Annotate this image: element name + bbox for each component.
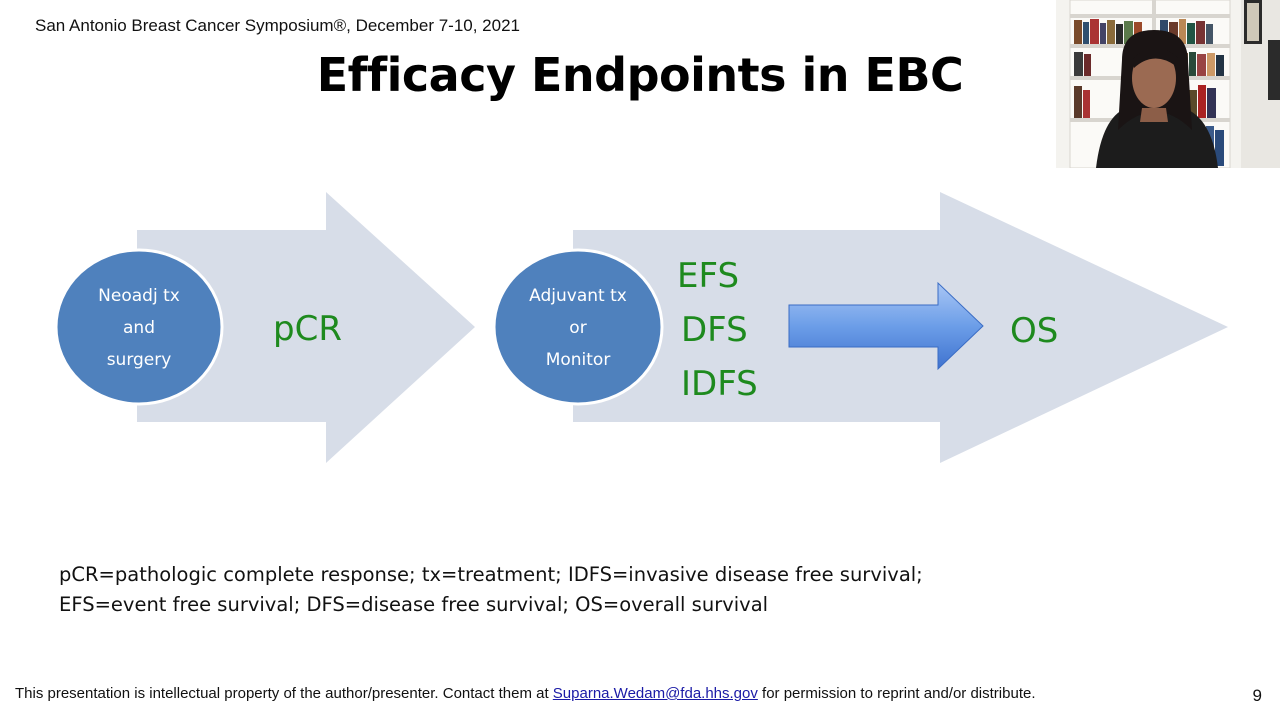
endpoint-idfs: IDFS <box>681 364 758 404</box>
abbreviation-legend: pCR=pathologic complete response; tx=tre… <box>59 560 923 620</box>
slide-title: Efficacy Endpoints in EBC <box>316 48 964 102</box>
stage1-arrow <box>137 192 475 463</box>
neoadjuvant-label-line3: surgery <box>107 350 172 370</box>
adjuvant-label-line2: or <box>569 318 586 338</box>
footer-suffix: for permission to reprint and/or distrib… <box>757 685 1036 702</box>
presenter-webcam <box>1056 0 1280 168</box>
footer-prefix: This presentation is intellectual proper… <box>15 685 553 702</box>
neoadjuvant-label-line1: Neoadj tx <box>98 286 180 306</box>
endpoint-efs: EFS <box>677 256 739 296</box>
endpoint-dfs: DFS <box>681 310 748 350</box>
legend-line-2: EFS=event free survival; DFS=disease fre… <box>59 593 769 616</box>
neoadjuvant-label-line2: and <box>123 318 155 338</box>
endpoint-os: OS <box>1010 311 1058 351</box>
adjuvant-label-line3: Monitor <box>546 350 611 370</box>
endpoints-diagram: Neoadj tx and surgery pCR Adjuvant tx or… <box>54 192 1228 463</box>
endpoint-pcr: pCR <box>273 309 342 349</box>
adjuvant-label-line1: Adjuvant tx <box>529 286 627 306</box>
conference-header: San Antonio Breast Cancer Symposium®, De… <box>35 16 520 35</box>
page-number: 9 <box>1252 686 1262 705</box>
adjuvant-node: Adjuvant tx or Monitor <box>492 248 664 406</box>
contact-email-link[interactable]: Suparna.Wedam@fda.hhs.gov <box>552 685 758 702</box>
neoadjuvant-node: Neoadj tx and surgery <box>54 248 224 406</box>
legend-line-1: pCR=pathologic complete response; tx=tre… <box>59 563 923 586</box>
presenter-video-image <box>1056 0 1280 168</box>
progression-arrow <box>788 281 984 371</box>
copyright-footer: This presentation is intellectual proper… <box>15 685 1036 702</box>
